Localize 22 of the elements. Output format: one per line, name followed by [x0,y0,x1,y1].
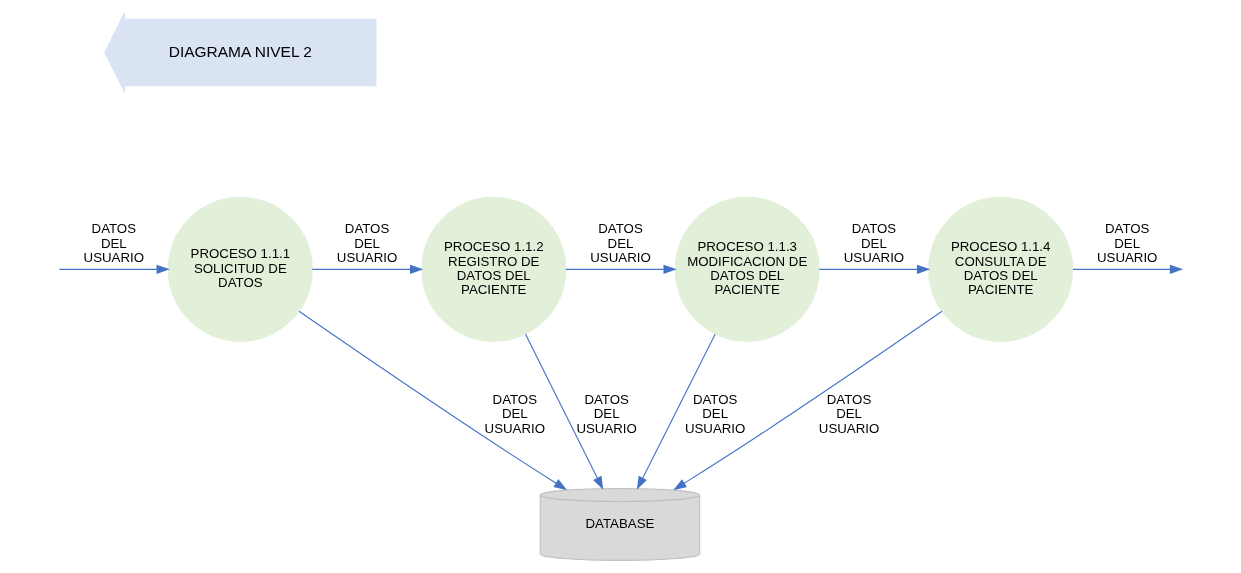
edge-label: DATOS DEL USUARIO [843,221,905,266]
node-circle: PROCESO 1.1.1 SOLICITUD DE DATOS [167,196,313,342]
arrow [818,264,931,274]
edge-label: DATOS DEL USUARIO [818,391,880,436]
edge-label: DATOS DEL USUARIO [336,221,398,266]
arrow [311,264,424,274]
edge-label: DATOS DEL USUARIO [576,391,637,436]
arrow [298,310,568,491]
arrow [636,333,716,490]
node-circle: PROCESO 1.1.4 CONSULTA DE DATOS DEL PACIENTE [928,196,1074,342]
arrow [565,264,677,274]
arrow [524,333,604,490]
edge-label: DATOS DEL USUARIO [684,391,746,436]
arrow [1072,264,1184,274]
arrow [673,310,943,491]
node-circle: PROCESO 1.1.2 REGISTRO DE DATOS DEL PACIENTE [421,196,567,342]
node-circle: PROCESO 1.1.3 MODIFICACION DE DATOS DEL PACIENTE [674,196,820,342]
edge-label: DATOS DEL USUARIO [1096,221,1158,266]
edge-label: DATOS DEL USUARIO [83,221,145,266]
arrow [58,264,170,274]
edge-label: DATOS DEL USUARIO [484,391,546,436]
edge-label: DATOS DEL USUARIO [590,221,651,266]
